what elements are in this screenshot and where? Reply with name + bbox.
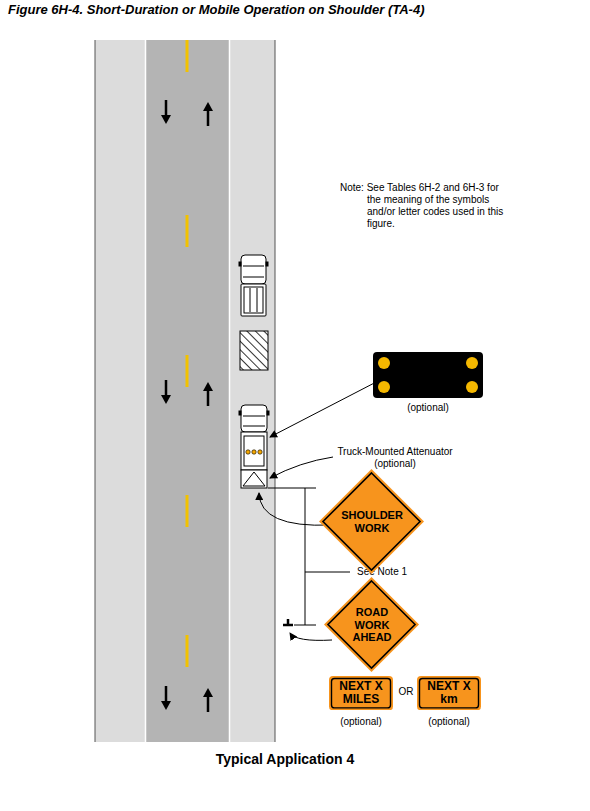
sign-legend: NEXT X km (422, 680, 476, 706)
sign-legend: NEXT X MILES (334, 680, 388, 706)
supplemental-plate: NEXT X MILES (329, 676, 393, 710)
sign-text-block: NEXT X km (417, 676, 481, 710)
optional-label: (optional) (428, 716, 470, 727)
dimension-note: See Note 1 (355, 566, 409, 577)
supplemental-plate: NEXT X km (417, 676, 481, 710)
sign-legend: ROAD WORK AHEAD (352, 606, 391, 644)
sign-text-block: NEXT X MILES (329, 676, 393, 710)
note-text: Note: See Tables 6H-2 and 6H-3 for the m… (340, 182, 515, 230)
figure-caption: Typical Application 4 (216, 751, 354, 767)
sign-text-block: SHOULDER WORK (319, 469, 424, 574)
optional-label: (optional) (340, 716, 382, 727)
attenuator-label: Truck-Mounted Attenuator (optional) (330, 446, 460, 469)
warning-sign: SHOULDER WORK (319, 469, 424, 574)
or-label: OR (399, 686, 414, 697)
sign-text-block: ROAD WORK AHEAD (324, 577, 419, 672)
optional-label: (optional) (407, 402, 449, 413)
sign-legend: SHOULDER WORK (341, 509, 403, 534)
figure-title: Figure 6H-4. Short-Duration or Mobile Op… (8, 2, 424, 17)
warning-sign: ROAD WORK AHEAD (324, 577, 419, 672)
